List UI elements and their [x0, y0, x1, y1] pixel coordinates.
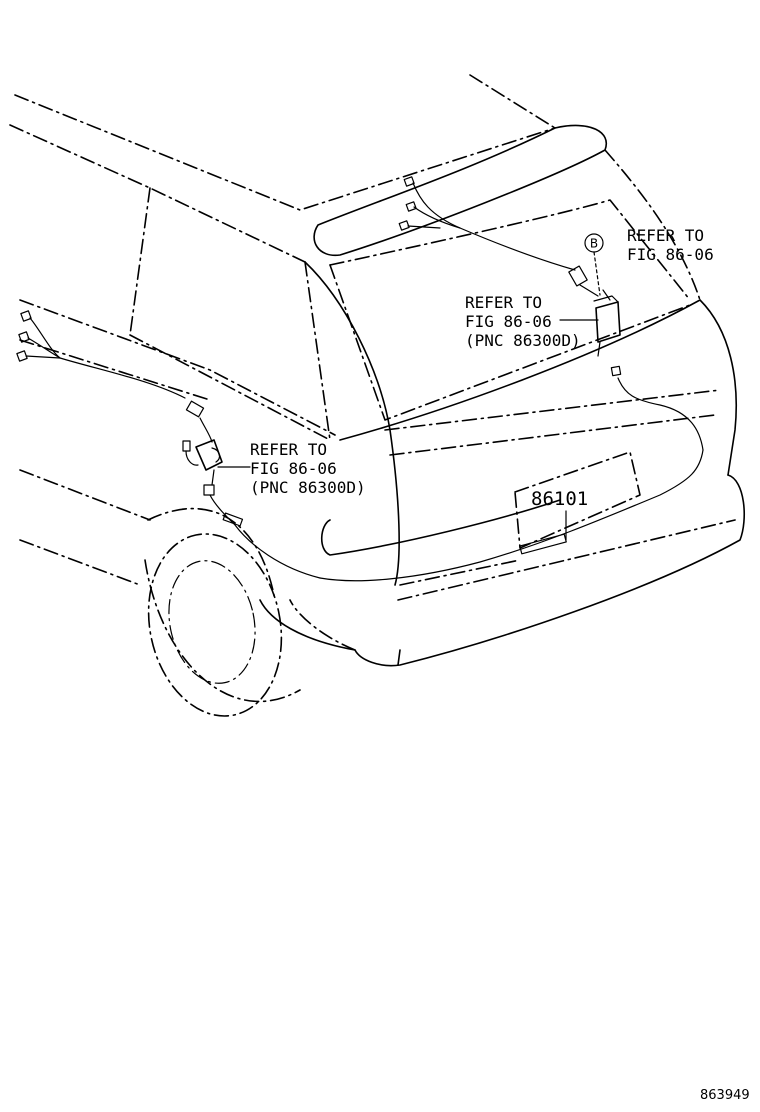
wiring-harness [16, 176, 704, 582]
callout-top-right-line1: REFER TO [627, 226, 704, 245]
callout-left: REFER TO FIG 86-06 (PNC 86300D) [217, 440, 366, 497]
part-number-callout: 86101 [531, 488, 588, 541]
callout-center-line1: REFER TO [465, 293, 542, 312]
callout-center-line2: FIG 86-06 [465, 312, 552, 331]
callout-center: REFER TO FIG 86-06 (PNC 86300D) [465, 293, 599, 350]
part-number-label: 86101 [531, 488, 588, 510]
reference-marker-label: B [590, 237, 598, 251]
callout-left-line3: (PNC 86300D) [250, 478, 366, 497]
callout-left-line2: FIG 86-06 [250, 459, 337, 478]
callout-center-line3: (PNC 86300D) [465, 331, 581, 350]
callout-top-right-line2: FIG 86-06 [627, 245, 714, 264]
vehicle-body-outline [9, 74, 746, 667]
callout-left-line1: REFER TO [250, 440, 327, 459]
callout-top-right: B REFER TO FIG 86-06 [584, 226, 714, 296]
diagram-id: 863949 [700, 1088, 750, 1103]
